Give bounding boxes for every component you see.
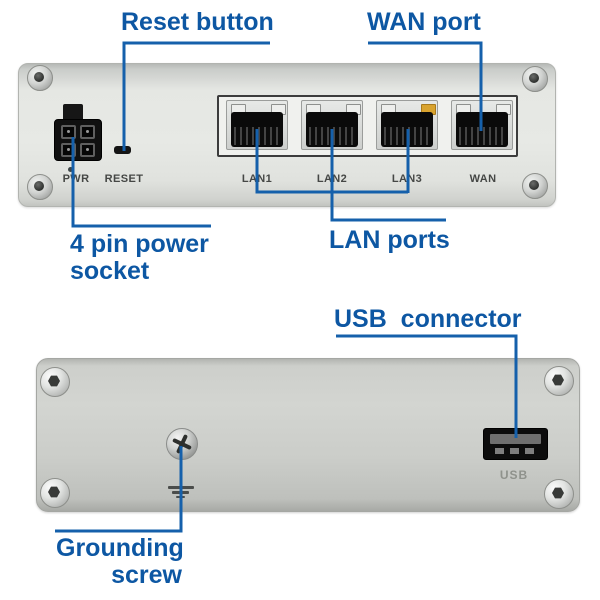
- rj45-opening: [231, 112, 283, 147]
- power-pin-hole: [61, 143, 76, 157]
- usb-tongue: [490, 434, 541, 444]
- usb-silkscreen-label: USB: [499, 468, 529, 482]
- usb-contact: [495, 448, 504, 454]
- screw-icon: [522, 66, 548, 92]
- reset-callout-label: Reset button: [121, 8, 274, 36]
- rj45-opening: [456, 112, 508, 147]
- power-socket: [54, 119, 102, 161]
- lan1-port: [226, 100, 288, 150]
- usb-contact: [525, 448, 534, 454]
- rj45-pins: [459, 127, 505, 145]
- lan2-port: [301, 100, 363, 150]
- reset-pinhole: [114, 146, 131, 154]
- screw-icon: [40, 478, 70, 508]
- lan2-silkscreen-label: LAN2: [316, 173, 348, 185]
- rj45-pins: [234, 127, 280, 145]
- rj45-opening: [381, 112, 433, 147]
- usb-port: [483, 428, 548, 460]
- rj45-pins: [309, 127, 355, 145]
- rj45-pins: [384, 127, 430, 145]
- grounding-screw: [166, 428, 198, 460]
- power-pin-hole: [80, 125, 95, 139]
- lan1-silkscreen-label: LAN1: [241, 173, 273, 185]
- power-led-icon: [68, 167, 73, 172]
- power-pin-hole: [61, 125, 76, 139]
- screw-icon: [40, 367, 70, 397]
- power-socket-latch: [63, 104, 83, 121]
- screw-icon: [544, 479, 574, 509]
- usb-callout-label: USB connector: [334, 305, 522, 333]
- lan3-silkscreen-label: LAN3: [391, 173, 423, 185]
- lan3-port: [376, 100, 438, 150]
- screw-icon: [27, 65, 53, 91]
- pwr-silkscreen-label: PWR: [62, 173, 90, 185]
- screw-icon: [544, 366, 574, 396]
- reset-silkscreen-label: RESET: [104, 173, 144, 185]
- wan-callout-label: WAN port: [367, 8, 481, 36]
- usb-contact: [510, 448, 519, 454]
- screw-icon: [27, 174, 53, 200]
- wan-silkscreen-label: WAN: [469, 173, 497, 185]
- lan-callout-label: LAN ports: [329, 226, 450, 254]
- power-pin-hole: [80, 143, 95, 157]
- rj45-opening: [306, 112, 358, 147]
- screw-icon: [522, 173, 548, 199]
- wan-port: [451, 100, 513, 150]
